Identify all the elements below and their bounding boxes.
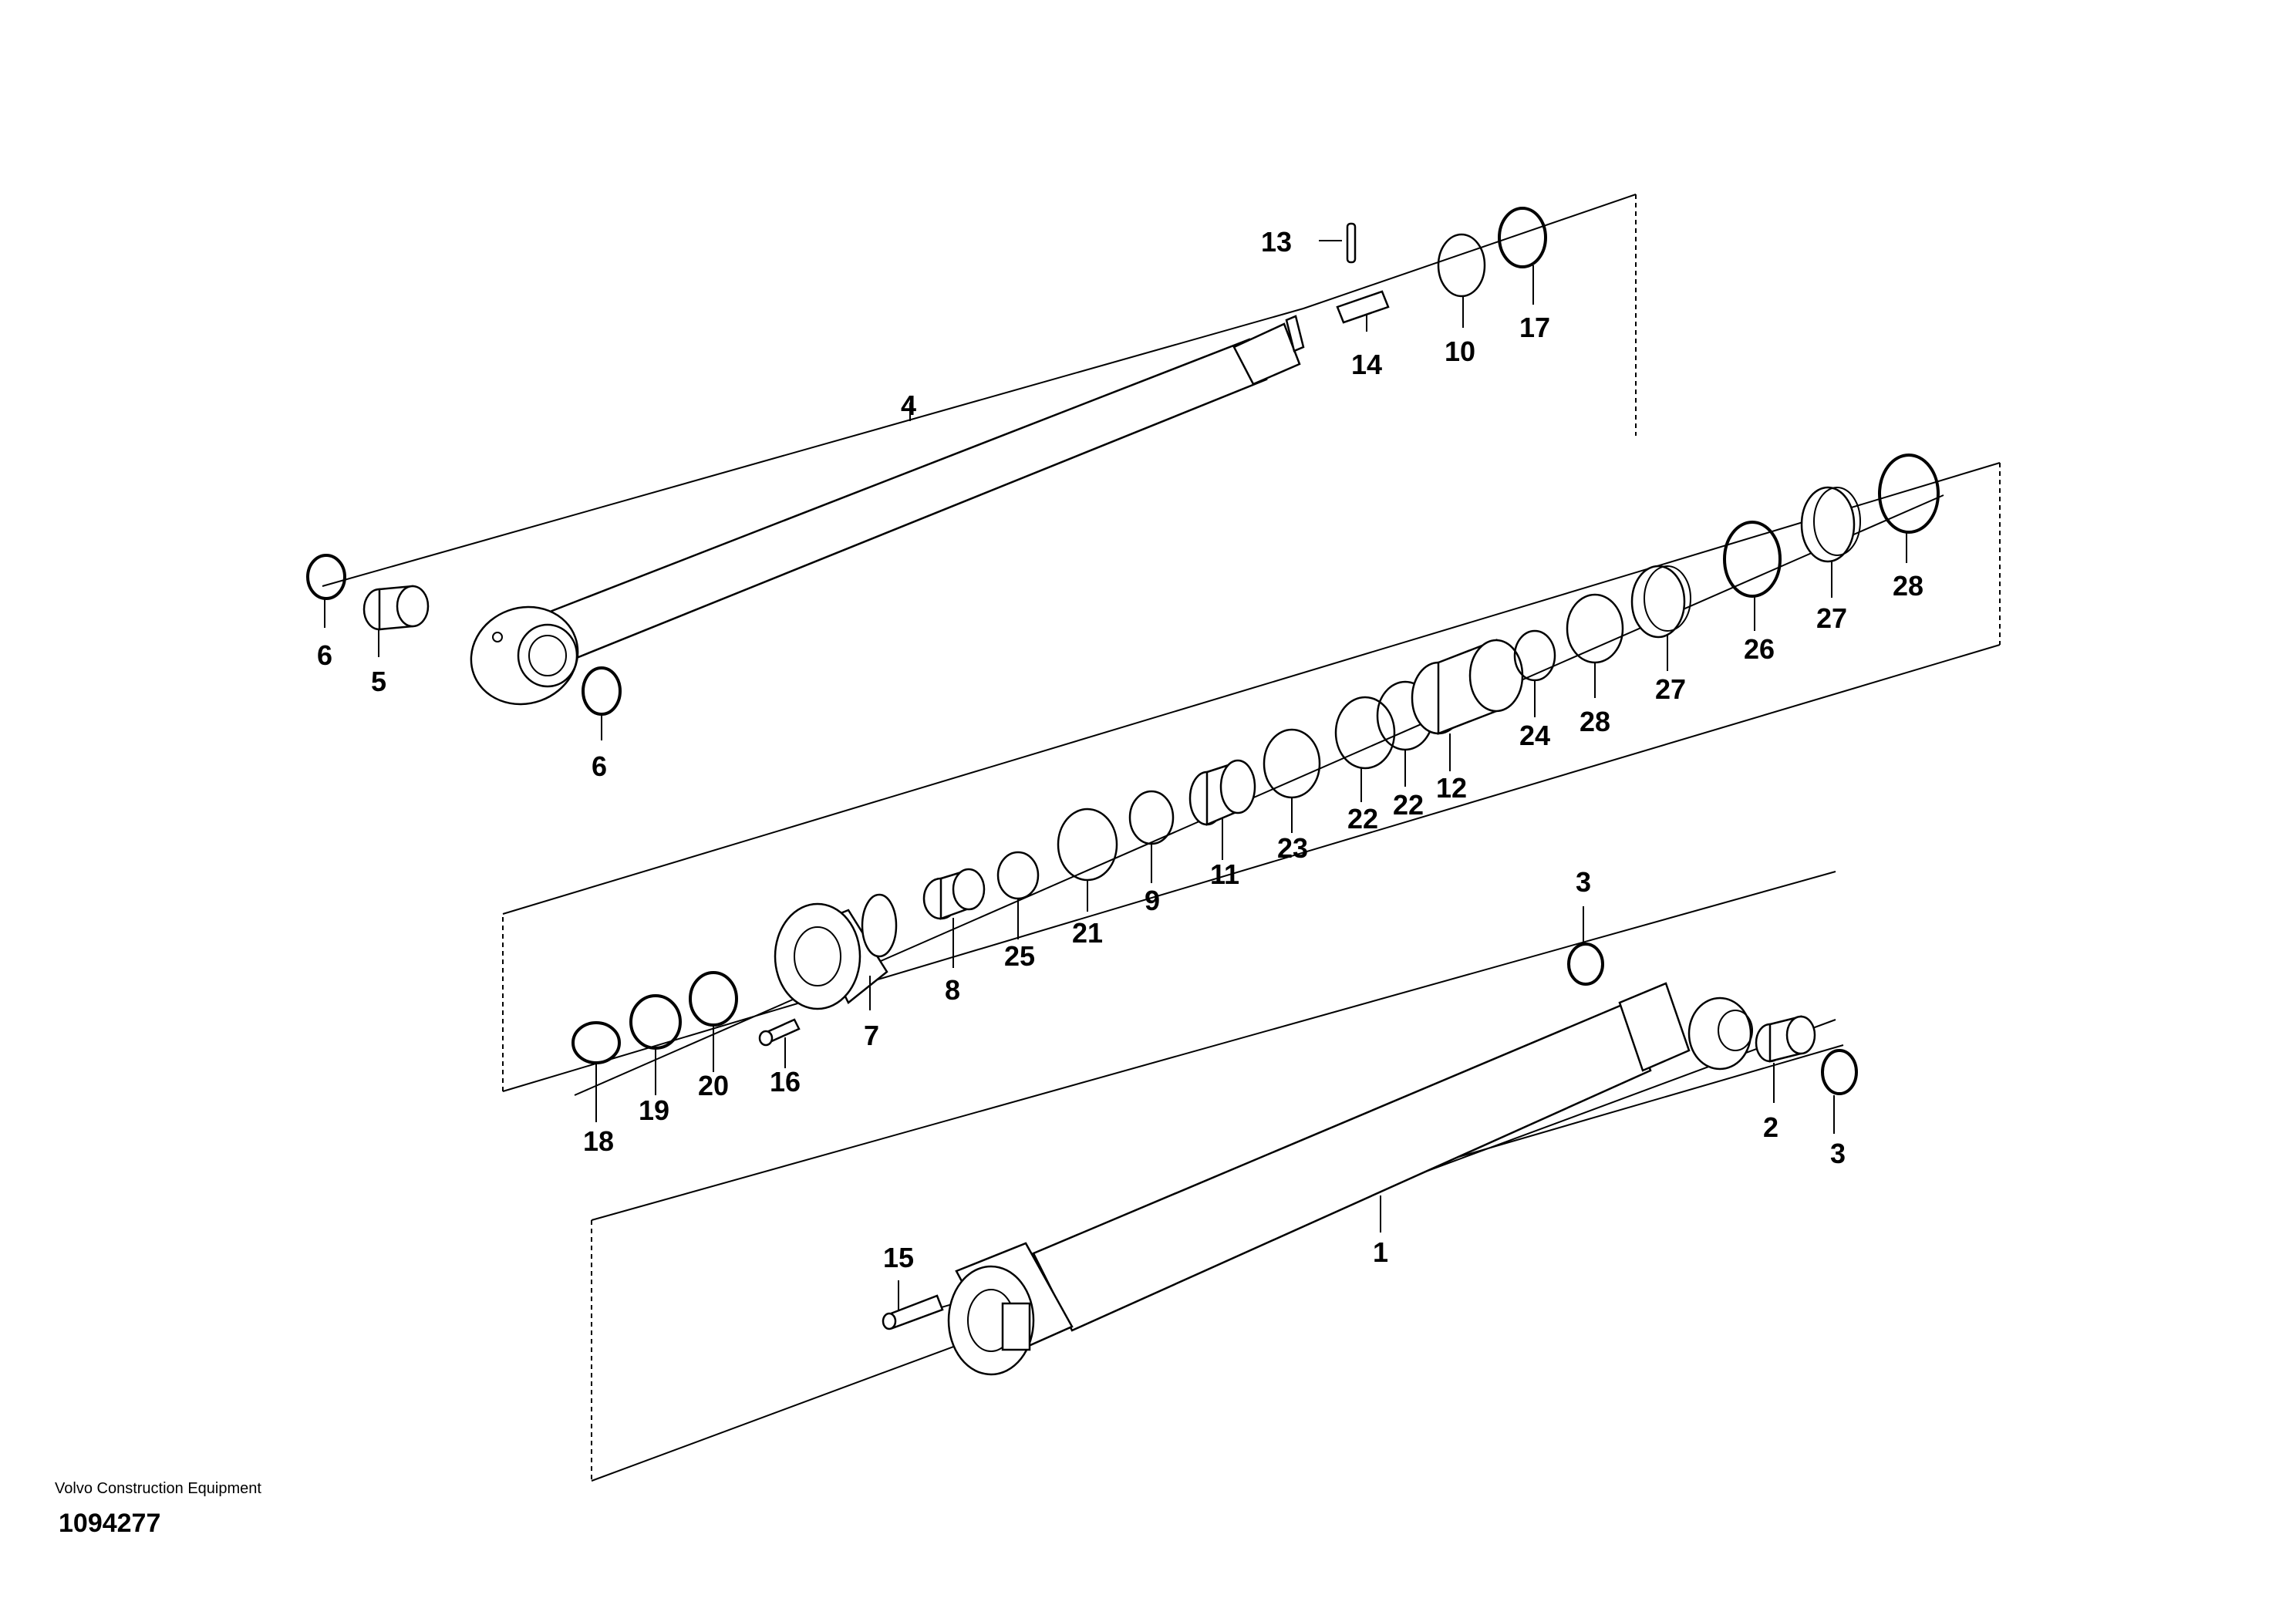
footer: Volvo Construction Equipment 1094277 xyxy=(54,1479,262,1539)
ring-20 xyxy=(689,971,738,1027)
ring-6-left xyxy=(306,554,346,600)
piston-12 xyxy=(1411,639,1524,735)
ring-9 xyxy=(1128,790,1175,845)
ring-3-top xyxy=(1567,943,1604,986)
label-25: 25 xyxy=(1004,940,1035,972)
label-3-bottom: 3 xyxy=(1830,1138,1846,1169)
label-6-left: 6 xyxy=(317,639,332,671)
label-28-right: 28 xyxy=(1893,570,1923,602)
ring-26 xyxy=(1723,521,1782,598)
label-27-right: 27 xyxy=(1816,602,1847,634)
label-22-right: 22 xyxy=(1393,789,1424,821)
part-11 xyxy=(1188,759,1256,826)
label-16: 16 xyxy=(770,1066,801,1098)
label-24: 24 xyxy=(1519,720,1550,751)
label-3-top: 3 xyxy=(1576,866,1591,898)
cylinder-tube-group xyxy=(591,871,1858,1482)
label-11: 11 xyxy=(1210,858,1239,890)
label-9: 9 xyxy=(1145,885,1160,916)
ring-22-left xyxy=(1334,696,1396,770)
label-6-right: 6 xyxy=(592,750,607,782)
label-17: 17 xyxy=(1519,312,1550,343)
ring-27-left xyxy=(1630,565,1691,639)
label-12: 12 xyxy=(1436,772,1467,804)
pin-15 xyxy=(882,1294,944,1330)
label-28-left: 28 xyxy=(1580,706,1610,737)
ring-28-left xyxy=(1566,593,1624,664)
label-27-left: 27 xyxy=(1655,673,1686,705)
ring-18 xyxy=(571,1021,621,1064)
piston-rod xyxy=(470,315,1305,706)
ring-19 xyxy=(629,994,682,1050)
ring-23 xyxy=(1263,728,1321,799)
label-22-left: 22 xyxy=(1347,803,1378,835)
manufacturer-name: Volvo Construction Equipment xyxy=(55,1480,261,1497)
bolt-16 xyxy=(758,1018,801,1047)
part-labels: 1 2 3 3 4 5 6 6 7 8 9 10 11 12 13 14 15 … xyxy=(317,226,1923,1273)
bushing-5 xyxy=(362,585,430,631)
ring-25 xyxy=(996,851,1040,900)
label-2: 2 xyxy=(1763,1111,1778,1143)
ring-28-right xyxy=(1878,454,1940,534)
label-21: 21 xyxy=(1072,917,1103,949)
label-5: 5 xyxy=(371,666,386,697)
piston-rod-group xyxy=(306,194,1637,740)
cylinder-tube xyxy=(947,982,1753,1376)
ring-17 xyxy=(1498,207,1547,268)
gland-7 xyxy=(774,893,898,1010)
label-14: 14 xyxy=(1351,349,1382,380)
part-14 xyxy=(1336,290,1390,324)
label-15: 15 xyxy=(883,1242,914,1273)
ring-10 xyxy=(1437,233,1486,298)
label-13: 13 xyxy=(1261,226,1292,258)
label-7: 7 xyxy=(864,1020,879,1051)
pin-13 xyxy=(1346,222,1357,264)
label-10: 10 xyxy=(1445,336,1475,367)
label-1: 1 xyxy=(1373,1236,1388,1268)
bushing-2 xyxy=(1755,1015,1816,1063)
label-8: 8 xyxy=(945,974,960,1006)
piston-seal-group xyxy=(502,454,2001,1122)
label-19: 19 xyxy=(639,1094,669,1126)
ring-27-right xyxy=(1800,486,1861,563)
ring-24 xyxy=(1513,629,1556,682)
ring-6-right xyxy=(582,666,622,716)
bushing-8 xyxy=(922,868,986,920)
label-18: 18 xyxy=(583,1125,614,1157)
label-23: 23 xyxy=(1277,832,1308,864)
label-26: 26 xyxy=(1744,633,1775,665)
document-number: 1094277 xyxy=(59,1509,161,1538)
ring-21 xyxy=(1057,808,1118,882)
ring-3-bottom xyxy=(1821,1049,1858,1095)
label-4: 4 xyxy=(901,389,916,421)
label-20: 20 xyxy=(698,1070,729,1101)
